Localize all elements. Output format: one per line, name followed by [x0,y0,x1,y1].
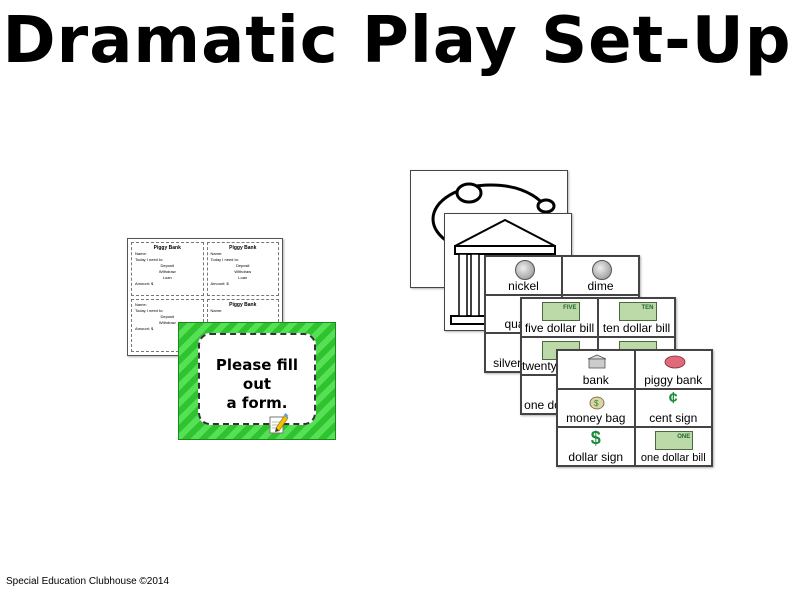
form-option-deposit: Deposit [235,263,250,268]
nickel-coin-icon [514,260,535,280]
form-name-label: Name: [135,251,147,256]
form-title: Piggy Bank [229,245,257,251]
form-title: Piggy Bank [153,245,181,251]
piggy-bank-icon [664,355,685,369]
copyright-footer: Special Education Clubhouse ©2014 [6,576,170,587]
prompt-text-line2: a form. [226,394,288,412]
form-name-label: Name: [210,251,223,256]
vocab-card-ten-dollar-bill: TEN ten dollar bill [598,298,675,337]
svg-text:$: $ [594,399,599,408]
form-option-loan: Loan [162,275,172,280]
bill-mark: FIVE [563,305,577,311]
vocab-label: piggy bank [644,372,703,387]
pencil-paper-icon [269,413,289,434]
bank-icon [587,354,607,369]
prompt-text-line1: Please fill out [215,356,299,393]
money-bag-icon: $ [589,396,605,410]
form-today-label: Today I need to: [135,307,164,313]
five-dollar-bill-icon: FIVE [541,302,580,321]
vocab-label: nickel [508,278,539,293]
vocab-card-one-dollar-bill: ONE one dollar bill [634,427,712,466]
vocab-card-five-dollar-bill: FIVE five dollar bill [521,298,598,337]
dime-coin-icon [591,260,612,280]
form-title: Piggy Bank [229,301,257,308]
vocab-card-cent-sign: ¢ cent sign [634,388,712,428]
form-card: Piggy Bank Name: Today I need to: Deposi… [131,242,204,296]
vocab-label: money bag [566,411,626,426]
form-option-deposit: Deposit [160,313,175,319]
vocab-label: dollar sign [568,450,624,464]
cent-sign-icon: ¢ [668,389,678,407]
vocab-label: ten dollar bill [602,320,671,335]
vocab-card-nickel: nickel [485,256,562,295]
vocab-card-money-bag: $ money bag [557,388,635,428]
vocab-label: one dollar bill [640,452,706,464]
piggy-bank-forms-sheet: Piggy Bank Name: Today I need to: Deposi… [127,238,283,356]
form-amount-label: Amount: $ [135,281,154,286]
form-amount-label: Amount: $ [210,281,229,286]
bank-vocab-sheet: bank piggy bank $ money bag ¢ cent sign … [556,349,713,467]
form-option-loan: Loan [238,275,248,280]
page-title: Dramatic Play Set-Up [2,4,792,78]
prompt-card: Please fill out a form. [178,322,336,440]
form-option-withdraw: Withdraw [158,269,176,274]
dollar-sign-icon: $ [590,428,601,449]
bill-mark: TEN [641,305,654,311]
vocab-label: dime [587,278,614,293]
vocab-label: five dollar bill [524,320,595,335]
prompt-card-panel: Please fill out a form. [198,333,316,434]
form-option-withdraw: Withdraw [158,319,176,325]
vocab-card-piggy-bank: piggy bank [634,350,712,389]
vocab-card-dime: dime [562,256,639,295]
form-amount-label: Amount: $ [135,325,154,331]
vocab-label: bank [582,372,609,387]
ten-dollar-bill-icon: TEN [618,302,657,321]
vocab-card-dollar-sign: $ dollar sign [557,427,635,466]
form-option-deposit: Deposit [160,263,175,268]
form-today-label: Today I need to: [135,257,164,262]
form-option-withdraw: Withdraw [234,269,252,274]
vocab-card-bank: bank [557,350,635,389]
form-card: Piggy Bank Name: Today I need to: Deposi… [206,242,279,296]
bill-mark: ONE [677,434,691,441]
form-name-label: Name: [135,301,147,307]
form-name-label: Name: [210,307,223,313]
vocab-label: cent sign [649,411,698,426]
form-today-label: Today I need to: [210,257,239,262]
one-dollar-bill-icon: ONE [655,431,694,451]
